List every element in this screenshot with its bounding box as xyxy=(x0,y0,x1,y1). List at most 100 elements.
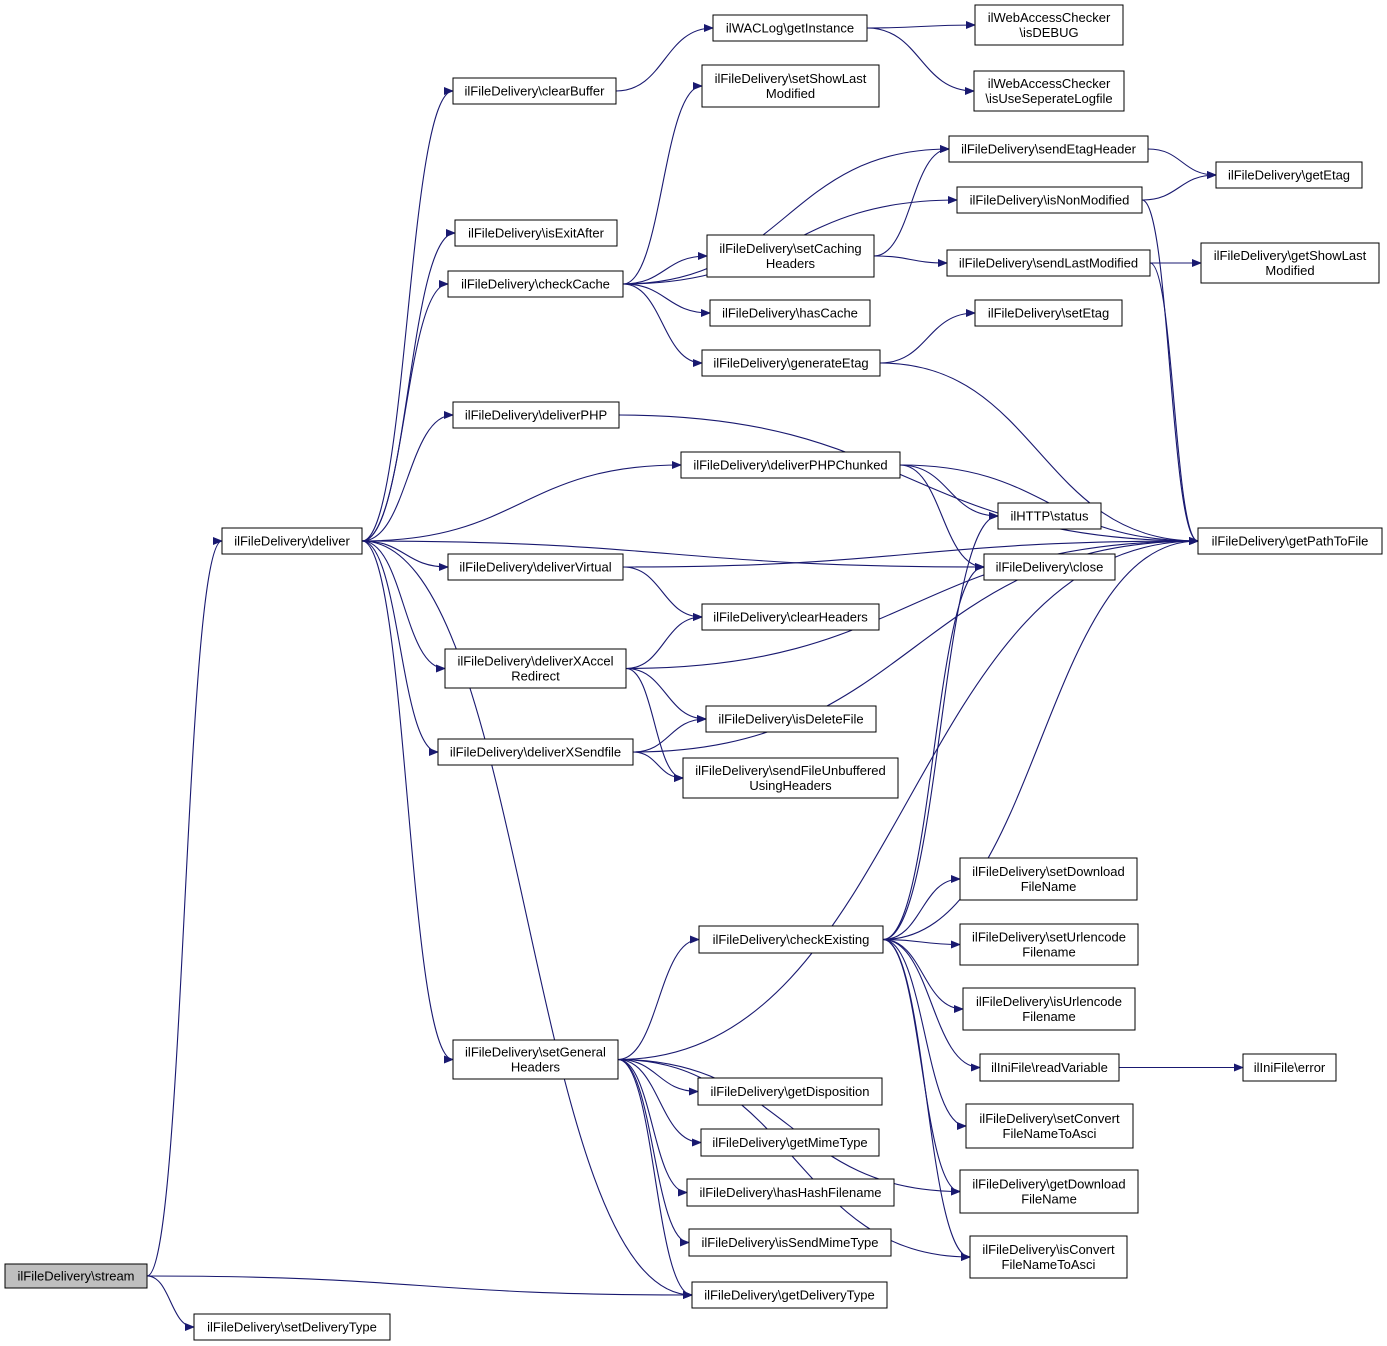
edge-deliver-phpchunked-to-http-status xyxy=(899,464,999,520)
node-deliver-phpchunked[interactable]: ilFileDelivery\deliverPHPChunked xyxy=(680,451,901,479)
edge-deliver-xsendfile-to-is-delete-file xyxy=(632,715,707,753)
node-label: ilFileDelivery\deliverVirtual xyxy=(459,560,611,575)
node-is-send-mime-type[interactable]: ilFileDelivery\isSendMimeType xyxy=(688,1228,892,1257)
node-box xyxy=(946,249,1151,277)
node-send-last-modified[interactable]: ilFileDelivery\sendLastModified xyxy=(946,249,1151,277)
edge-set-general-headers-to-check-existing xyxy=(617,935,700,1061)
edge-deliver-xaccel-redirect-to-get-path-to-file xyxy=(625,537,1199,670)
edge-check-cache-to-has-cache xyxy=(622,283,711,317)
edge-deliver-virtual-to-get-path-to-file xyxy=(622,537,1199,568)
node-box xyxy=(454,219,618,247)
edge-deliver-to-is-exit-after xyxy=(361,229,456,542)
node-label: ilFileDelivery\getDeliveryType xyxy=(704,1288,875,1303)
node-label: ilWebAccessChecker xyxy=(988,76,1111,91)
node-send-etag-header[interactable]: ilFileDelivery\sendEtagHeader xyxy=(948,135,1149,163)
node-set-delivery-type[interactable]: ilFileDelivery\setDeliveryType xyxy=(193,1313,391,1341)
node-get-delivery-type[interactable]: ilFileDelivery\getDeliveryType xyxy=(691,1281,888,1309)
node-deliver-virtual[interactable]: ilFileDelivery\deliverVirtual xyxy=(447,553,624,581)
node-is-exit-after[interactable]: ilFileDelivery\isExitAfter xyxy=(454,219,618,247)
node-label: Headers xyxy=(766,256,816,271)
node-get-path-to-file[interactable]: ilFileDelivery\getPathToFile xyxy=(1197,527,1383,555)
node-is-debug[interactable]: ilWebAccessChecker\isDEBUG xyxy=(974,4,1124,46)
node-box xyxy=(447,553,624,581)
node-close[interactable]: ilFileDelivery\close xyxy=(983,553,1116,581)
node-generate-etag[interactable]: ilFileDelivery\generateEtag xyxy=(701,349,881,377)
node-label: Redirect xyxy=(511,669,560,684)
node-stream[interactable]: ilFileDelivery\stream xyxy=(4,1263,148,1289)
node-check-cache[interactable]: ilFileDelivery\checkCache xyxy=(447,270,624,298)
node-http-status[interactable]: ilHTTP\status xyxy=(997,502,1102,530)
edge-deliver-to-deliver-phpchunked xyxy=(361,461,682,542)
node-is-use-seperate-logfile[interactable]: ilWebAccessChecker\isUseSeperateLogfile xyxy=(973,70,1125,112)
node-check-existing[interactable]: ilFileDelivery\checkExisting xyxy=(698,925,884,954)
edge-check-cache-to-send-etag-header xyxy=(622,145,950,285)
node-label: ilFileDelivery\isSendMimeType xyxy=(702,1235,879,1250)
node-box xyxy=(1197,527,1383,555)
edge-check-cache-to-generate-etag xyxy=(622,283,703,367)
edge-deliver-to-get-delivery-type xyxy=(361,540,693,1299)
node-get-instance[interactable]: ilWACLog\getInstance xyxy=(712,14,868,42)
node-deliver-php[interactable]: ilFileDelivery\deliverPHP xyxy=(452,401,620,429)
edge-deliver-xsendfile-to-get-path-to-file xyxy=(632,537,1199,753)
node-clear-buffer[interactable]: ilFileDelivery\clearBuffer xyxy=(452,77,617,105)
node-box xyxy=(1200,242,1380,284)
node-label: ilFileDelivery\setGeneral xyxy=(465,1045,606,1060)
node-get-etag[interactable]: ilFileDelivery\getEtag xyxy=(1215,161,1363,189)
node-box xyxy=(997,502,1102,530)
node-is-non-modified[interactable]: ilFileDelivery\isNonModified xyxy=(956,186,1143,214)
node-box xyxy=(447,270,624,298)
edge-stream-to-deliver xyxy=(146,537,223,1277)
node-label: ilFileDelivery\clearBuffer xyxy=(465,84,606,99)
node-label: ilFileDelivery\clearHeaders xyxy=(713,610,868,625)
node-label: ilFileDelivery\deliverPHP xyxy=(465,408,607,423)
node-label: ilFileDelivery\setDeliveryType xyxy=(207,1320,377,1335)
node-ini-error[interactable]: ilIniFile\error xyxy=(1242,1053,1337,1082)
node-label: ilFileDelivery\getPathToFile xyxy=(1212,534,1369,549)
node-label: ilFileDelivery\setConvert xyxy=(979,1111,1120,1126)
node-clear-headers[interactable]: ilFileDelivery\clearHeaders xyxy=(701,603,880,631)
node-box xyxy=(974,299,1123,327)
edge-set-general-headers-to-get-delivery-type xyxy=(617,1058,693,1299)
edge-check-cache-to-set-caching-headers xyxy=(622,252,708,285)
edge-deliver-phpchunked-to-close xyxy=(899,464,985,571)
edge-clear-buffer-to-get-instance xyxy=(615,24,714,92)
node-has-cache[interactable]: ilFileDelivery\hasCache xyxy=(709,299,871,327)
node-label: ilFileDelivery\isExitAfter xyxy=(468,226,604,241)
edge-check-cache-to-set-show-last-modified xyxy=(622,82,703,285)
node-box xyxy=(452,401,620,429)
edge-generate-etag-to-get-path-to-file xyxy=(879,362,1199,545)
node-is-delete-file[interactable]: ilFileDelivery\isDeleteFile xyxy=(705,705,877,733)
edge-check-existing-to-read-variable xyxy=(882,938,981,1072)
node-box xyxy=(691,1281,888,1309)
node-send-file-unbuffered[interactable]: ilFileDelivery\sendFileUnbufferedUsingHe… xyxy=(682,757,899,799)
node-label: Filename xyxy=(1022,945,1075,960)
node-get-disposition[interactable]: ilFileDelivery\getDisposition xyxy=(697,1077,883,1106)
node-label: ilFileDelivery\sendFileUnbuffered xyxy=(695,763,886,778)
node-label: Filename xyxy=(1022,1009,1075,1024)
node-set-etag[interactable]: ilFileDelivery\setEtag xyxy=(974,299,1123,327)
node-read-variable[interactable]: ilIniFile\readVariable xyxy=(979,1053,1120,1082)
node-deliver[interactable]: ilFileDelivery\deliver xyxy=(221,527,363,555)
node-get-mime-type[interactable]: ilFileDelivery\getMimeType xyxy=(700,1128,880,1157)
node-box xyxy=(688,1228,892,1257)
node-has-hash-filename[interactable]: ilFileDelivery\hasHashFilename xyxy=(686,1178,895,1207)
node-deliver-xsendfile[interactable]: ilFileDelivery\deliverXSendfile xyxy=(437,738,634,766)
node-label: ilFileDelivery\sendLastModified xyxy=(959,256,1138,271)
node-label: ilFileDelivery\setUrlencode xyxy=(972,930,1126,945)
node-box xyxy=(682,757,899,799)
node-label: FileNameToAsci xyxy=(1003,1126,1097,1141)
node-label: \isDEBUG xyxy=(1019,25,1078,40)
node-box xyxy=(1215,161,1363,189)
